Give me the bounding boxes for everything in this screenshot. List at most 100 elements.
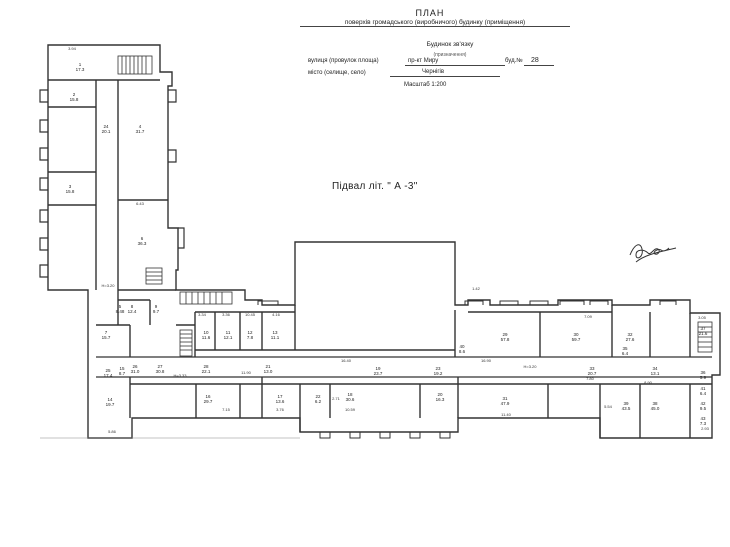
staircase-north [117, 55, 153, 75]
room-number-18: 18 [347, 392, 353, 397]
room-number-34: 34 [652, 366, 658, 371]
room-area-5: 8.48 [116, 309, 125, 314]
room-number-36: 36 [700, 370, 706, 375]
room-number-17: 17 [277, 394, 283, 399]
room-number-20: 20 [437, 392, 443, 397]
room-number-22: 22 [315, 394, 321, 399]
room-number-38: 38 [652, 401, 658, 406]
room-area-19: 23.7 [374, 371, 383, 376]
room-area-36: 5.9 [700, 375, 707, 380]
room-number-33: 33 [589, 366, 595, 371]
room-area-29: 57.8 [501, 337, 510, 342]
room-number-29: 29 [502, 332, 508, 337]
room-area-37: 21.6 [699, 331, 708, 336]
room-area-38: 45.0 [651, 406, 660, 411]
room-area-24: 20.1 [102, 129, 111, 134]
room-number-10: 10 [203, 330, 209, 335]
window-notches [39, 89, 185, 278]
room-number-35: 35 [622, 346, 628, 351]
room-area-1: 17.3 [76, 67, 85, 72]
dimension-label: 3.34 [198, 312, 207, 317]
purpose-hint: (призначення) [433, 52, 467, 58]
staircase-junction [179, 291, 233, 305]
room-number-1: 1 [79, 62, 82, 67]
room-number-27: 27 [157, 364, 163, 369]
room-number-15: 15 [119, 366, 125, 371]
room-number-39: 39 [623, 401, 629, 406]
room-area-41: 6.4 [700, 391, 707, 396]
room-area-10: 11.6 [202, 335, 211, 340]
room-number-43: 43 [700, 416, 706, 421]
dimension-label: 16.40 [341, 358, 352, 363]
room-area-18: 30.6 [346, 397, 355, 402]
building-purpose: Будинок зв'язку [426, 41, 474, 48]
room-number-3: 3 [69, 184, 72, 189]
room-number-37: 37 [700, 326, 706, 331]
room-number-8: 8 [131, 304, 134, 309]
room-area-27: 30.8 [156, 369, 165, 374]
room-area-16: 29.7 [204, 399, 213, 404]
room-number-13: 13 [272, 330, 278, 335]
room-area-35: 6.4 [622, 351, 629, 356]
room-area-32: 27.6 [626, 337, 635, 342]
room-area-42: 9.5 [700, 406, 707, 411]
staircase-west [179, 329, 193, 357]
room-number-6: 6 [141, 236, 144, 241]
room-number-32: 32 [627, 332, 633, 337]
dimension-label: 16.90 [481, 358, 492, 363]
room-number-14: 14 [107, 397, 113, 402]
scale-label: Масштаб 1:200 [404, 82, 447, 88]
room-area-34: 13.1 [651, 371, 660, 376]
dimension-label: 3.94 [68, 46, 77, 51]
street-underline [405, 65, 505, 66]
room-area-4: 31.7 [136, 129, 145, 134]
city-label: місто (селище, село) [308, 70, 366, 76]
room-area-33: 20.7 [588, 371, 597, 376]
room-area-9: 9.7 [153, 309, 160, 314]
room-number-31: 31 [502, 396, 508, 401]
room-number-9: 9 [155, 304, 158, 309]
staircase-east [697, 321, 713, 353]
south-windows [319, 432, 451, 439]
room-area-22: 6.2 [315, 399, 322, 404]
room-area-40: 8.6 [459, 349, 466, 354]
room-number-26: 26 [132, 364, 138, 369]
room-number-28: 28 [203, 364, 209, 369]
dimension-label: 7.80 [586, 376, 595, 381]
city-underline [390, 76, 500, 77]
dimension-label: H=3.20 [101, 283, 115, 288]
north-bays [257, 300, 677, 305]
room-number-19: 19 [375, 366, 381, 371]
room-area-3: 15.8 [66, 189, 75, 194]
room-number-16: 16 [205, 394, 211, 399]
room-area-23: 19.2 [434, 371, 443, 376]
street-value: пр-кт Миру [408, 58, 439, 64]
room-area-6: 36.3 [138, 241, 147, 246]
dimension-label: 5.86 [108, 429, 117, 434]
room-area-39: 43.5 [622, 406, 631, 411]
room-area-31: 47.9 [501, 401, 510, 406]
building-walls [47, 44, 721, 439]
room-number-7: 7 [105, 330, 108, 335]
dimension-label: 2.71 [332, 396, 341, 401]
dimension-label: H=3.20 [523, 364, 537, 369]
dimension-label: 4.16 [272, 312, 281, 317]
dimension-label: 7.15 [222, 407, 231, 412]
room-area-26: 31.0 [131, 369, 140, 374]
dimension-label: 11.40 [501, 412, 511, 417]
dimension-label: 10.45 [245, 312, 256, 317]
dimension-label: 3.05 [698, 315, 707, 320]
street-label: вулиця (провулок площа) [308, 58, 379, 64]
room-area-28: 22.1 [202, 369, 211, 374]
room-area-43: 7.3 [700, 421, 707, 426]
room-area-14: 19.7 [106, 402, 115, 407]
room-area-2: 15.8 [70, 97, 79, 102]
room-labels: 117.3215.8315.8431.758.48636.3715.7812.4… [66, 62, 708, 426]
signature [629, 244, 677, 263]
dimension-label: 6.43 [136, 201, 145, 206]
room-area-30: 59.7 [572, 337, 581, 342]
city-value: Чернігів [422, 69, 445, 75]
